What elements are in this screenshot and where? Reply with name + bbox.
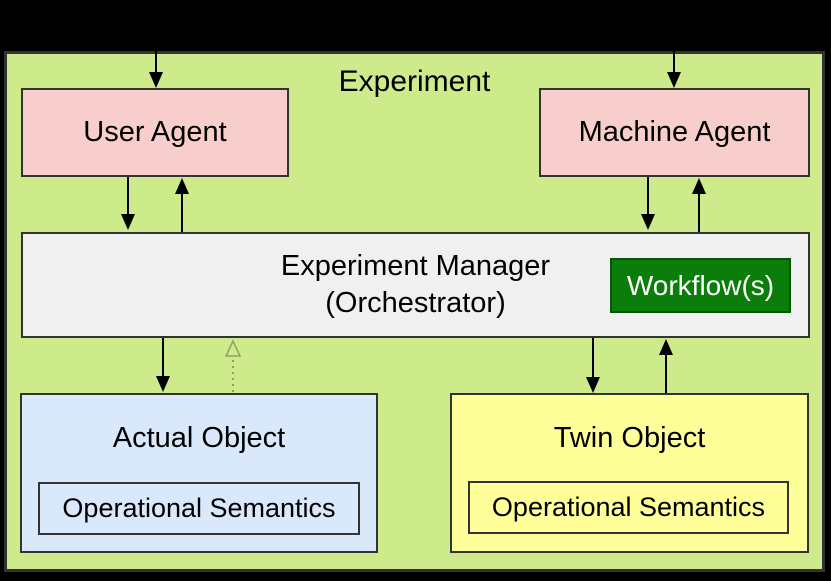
twin-object-label: Twin Object [553,421,706,454]
machine-agent-label: Machine Agent [578,116,771,148]
actual-object-label: Actual Object [112,421,286,454]
twin-operational-semantics-label: Operational Semantics [491,492,766,522]
actual-operational-semantics-box: Operational Semantics [38,482,360,535]
experiment-container: Experiment User Agent Machine Agent Expe… [4,51,825,572]
workflow-box: Workflow(s) [610,258,791,313]
machine-agent-box: Machine Agent [539,88,810,177]
experiment-container-label: Experiment [338,65,491,98]
actual-operational-semantics-label: Operational Semantics [62,493,336,523]
experiment-manager-label-line1: Experiment Manager [280,250,551,282]
twin-object-box: Twin Object Operational Semantics [450,393,809,553]
user-agent-label: User Agent [83,116,227,148]
workflow-label: Workflow(s) [626,270,775,301]
twin-operational-semantics-box: Operational Semantics [468,481,789,534]
experiment-manager-box: Experiment Manager (Orchestrator) Workfl… [21,232,810,338]
actual-object-box: Actual Object Operational Semantics [20,393,378,553]
experiment-manager-label-line2: (Orchestrator) [325,287,506,319]
user-agent-box: User Agent [21,88,289,177]
